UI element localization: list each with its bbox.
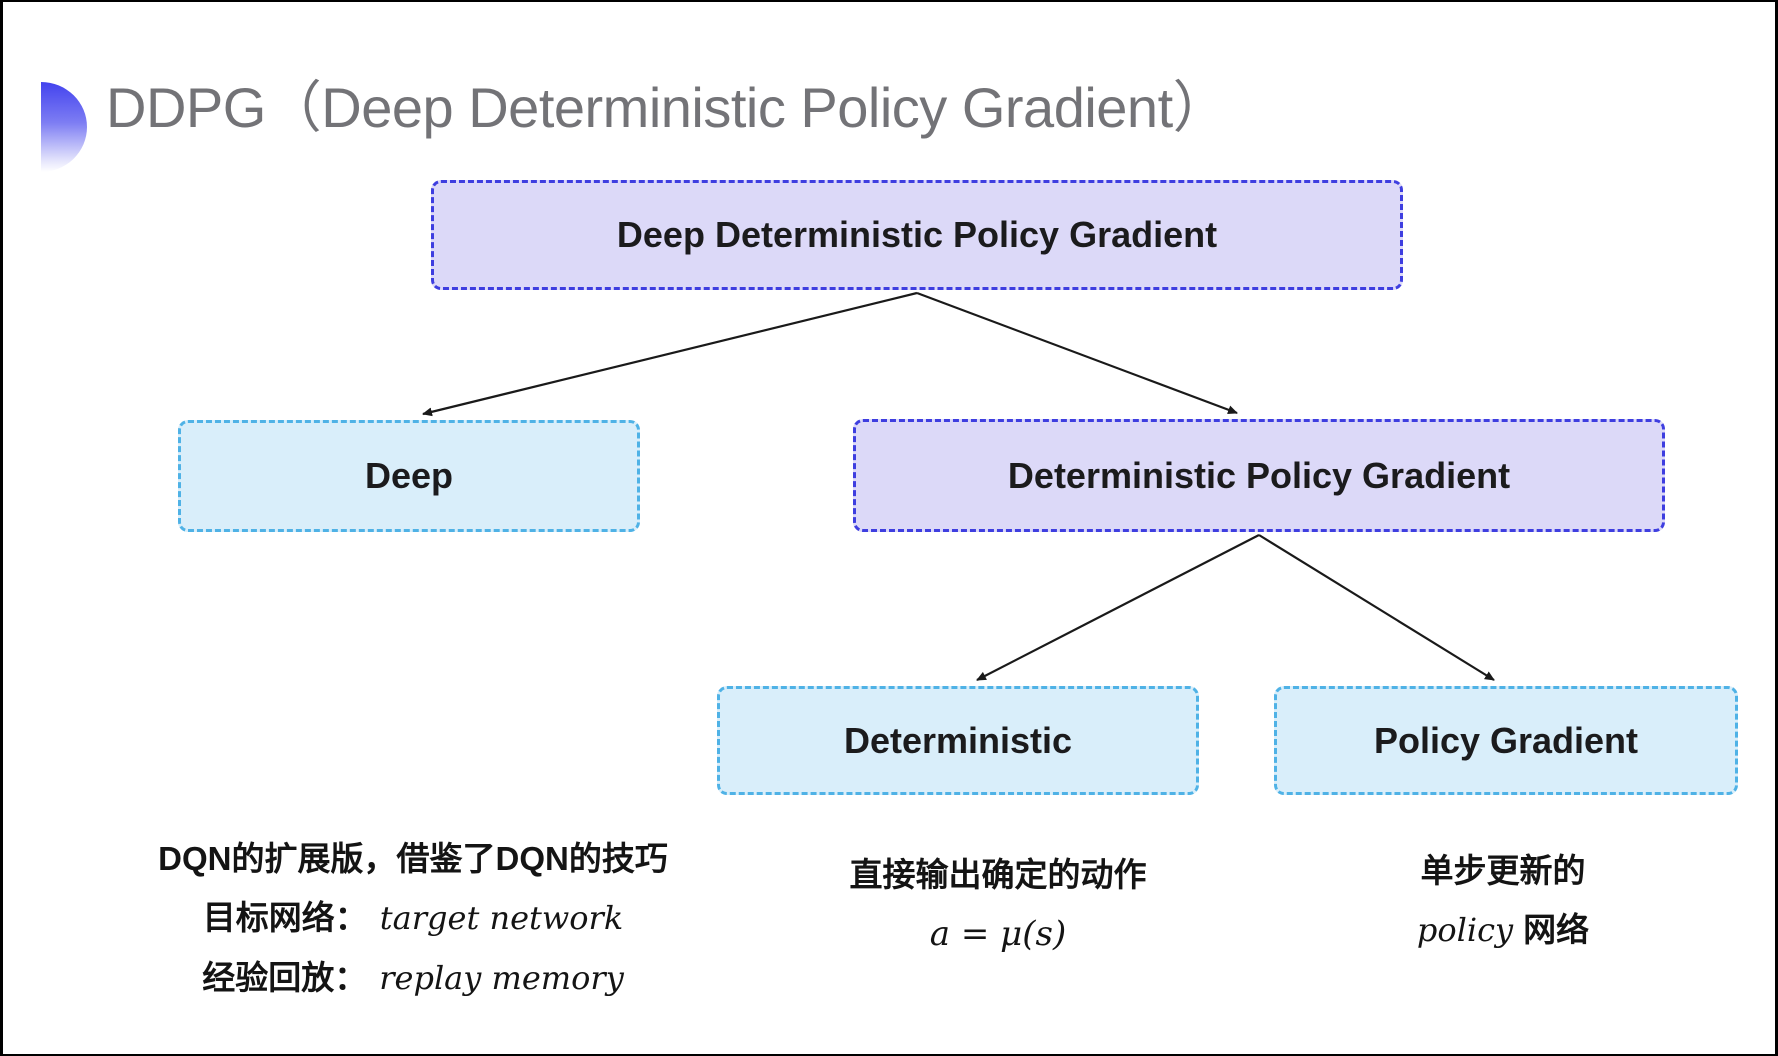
node-deterministic: Deterministic (717, 686, 1199, 795)
replay-memory-label: 经验回放： (202, 958, 368, 996)
arrow-root-to-deep (422, 291, 918, 417)
note-policy-gradient-summary: 单步更新的 (1420, 852, 1586, 889)
note-deterministic-formula: a = μ(s) (929, 914, 1067, 955)
note-deterministic: 直接输出确定的动作 a = μ(s) (778, 854, 1218, 956)
note-deep-target-network: 目标网络： target network (113, 897, 713, 938)
target-network-term: target network (379, 899, 624, 938)
node-deterministic-policy-gradient: Deterministic Policy Gradient (853, 419, 1665, 532)
note-deterministic-summary: 直接输出确定的动作 (849, 856, 1147, 893)
note-deep: DQN的扩展版，借鉴了DQN的技巧 目标网络： target network 经验… (113, 838, 713, 998)
title-bullet-icon (41, 82, 87, 172)
target-network-label: 目标网络： (202, 899, 368, 937)
node-deep: Deep (178, 420, 640, 532)
arrow-root-to-dpg (916, 291, 1238, 415)
policy-term: policy (1416, 911, 1514, 950)
page-title: DDPG（Deep Deterministic Policy Gradient） (106, 76, 1229, 139)
note-deep-replay-memory: 经验回放： replay memory (113, 957, 713, 998)
node-policy-gradient: Policy Gradient (1274, 686, 1738, 795)
node-deep-deterministic-policy-gradient: Deep Deterministic Policy Gradient (431, 180, 1403, 290)
arrow-dpg-to-policy-gradient (1258, 534, 1495, 681)
arrow-dpg-to-deterministic (976, 534, 1260, 681)
replay-memory-term: replay memory (379, 958, 624, 997)
policy-suffix: 网络 (1523, 911, 1590, 949)
note-deep-summary: DQN的扩展版，借鉴了DQN的技巧 (158, 840, 668, 877)
